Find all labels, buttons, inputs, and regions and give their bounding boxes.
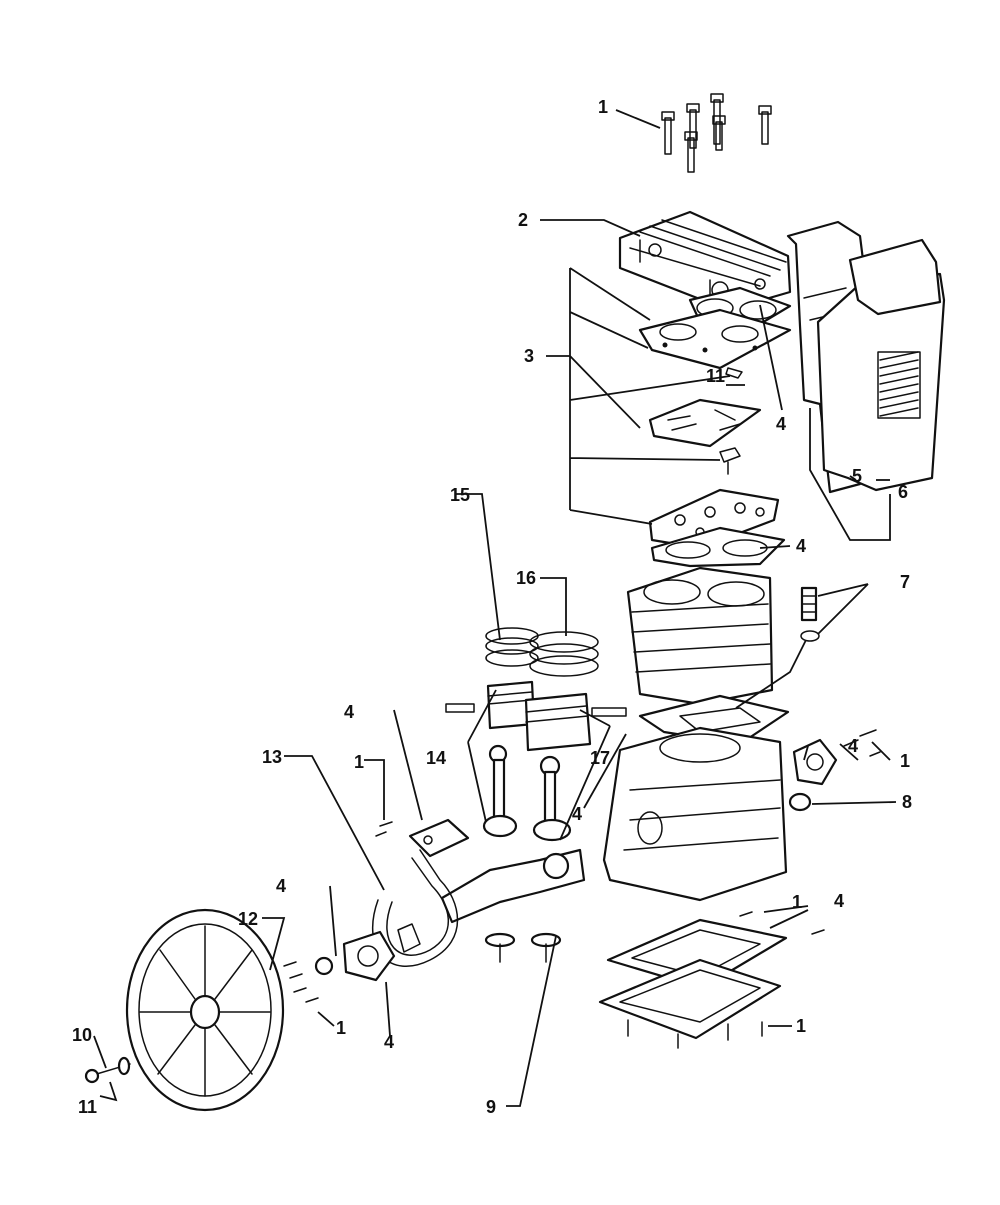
piston-rings-large [529,631,599,677]
front-bearing-cover [314,923,421,982]
callout-11-bolt: 11 [78,1097,97,1117]
callout-4-left: 4 [276,876,286,896]
connecting-rod-small [482,744,518,838]
callout-1-bearing: 1 [900,751,910,771]
cylinder-gasket-top [650,526,786,568]
head-bolts [661,93,772,173]
cylinder-base-gasket [638,694,790,746]
callout-4-base: 4 [834,891,844,911]
belt-guard-outer [816,238,946,492]
callout-15: 15 [450,485,470,505]
base-screws [627,1019,763,1049]
callout-7: 7 [900,572,910,592]
callout-11-head: 11 [706,366,725,386]
callout-10: 10 [72,1025,92,1045]
valve-pin [725,367,743,379]
callout-2: 2 [518,210,528,230]
callout-4-cyl: 4 [572,804,582,824]
callout-4-gasket: 4 [796,536,806,556]
flywheel [125,908,285,1112]
crankcase [602,726,788,902]
callout-1-front: 1 [336,1018,346,1038]
flywheel-bolt [84,1056,131,1084]
callout-16: 16 [516,568,536,588]
callout-4-rod: 4 [344,702,354,722]
callout-4-head: 4 [776,414,786,434]
callout-12: 12 [238,909,258,929]
base-plate [598,958,782,1040]
breather-plug [800,586,820,642]
cylinder-head [618,210,792,312]
piston-large [524,692,627,752]
piston-small [445,680,536,730]
callout-9: 9 [486,1097,496,1117]
callout-1-bottom: 1 [792,892,802,912]
callout-1-base: 1 [796,1016,806,1036]
callout-1-top: 1 [598,97,608,117]
callout-3: 3 [524,346,534,366]
callout-5: 5 [852,466,862,486]
callout-8: 8 [902,792,912,812]
valve-plate [638,308,792,370]
misc-screws [283,729,881,1003]
callout-13: 13 [262,747,282,767]
connecting-rod-large [532,755,572,842]
callout-4-flange: 4 [848,736,858,756]
valve-small-pin [719,447,741,475]
valve-reed-plate [648,398,762,448]
callout-1-crankcase: 1 [354,752,364,772]
crankshaft [440,848,586,924]
callout-4-front: 4 [384,1032,394,1052]
callout-labels: 1 2 3 11 4 5 6 15 16 4 7 4 13 14 17 1 4 … [72,97,912,1117]
callout-14: 14 [426,748,446,768]
rod-bearing-caps [484,932,562,963]
callout-17: 17 [590,748,610,768]
piston-rings-small [485,627,539,667]
cylinder-block [626,566,774,706]
bearing-cover [788,738,838,812]
callout-6: 6 [898,482,908,502]
leader-lines [93,109,897,1107]
